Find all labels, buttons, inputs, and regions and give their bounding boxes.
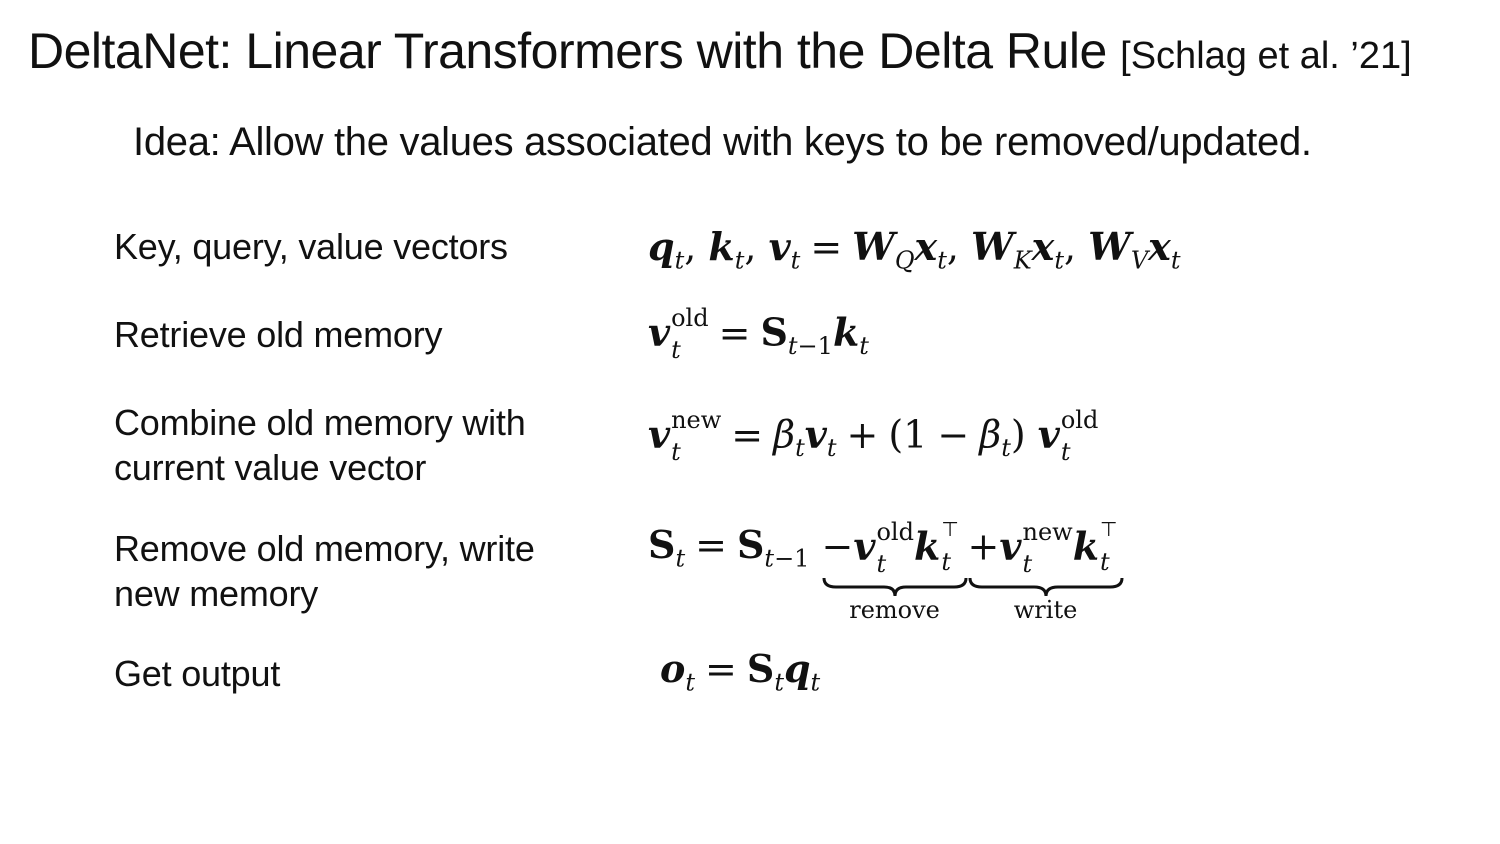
slide-citation: [Schlag et al. ’21] xyxy=(1120,35,1412,77)
superscript-new: new xyxy=(671,406,722,434)
row-label-line: Remove old memory, write xyxy=(114,528,535,569)
row-label-line: Key, query, value vectors xyxy=(114,226,508,267)
row-label-output: Get output xyxy=(114,651,280,696)
row-label-kqv: Key, query, value vectors xyxy=(114,224,508,269)
row-label-line: current value vector xyxy=(114,447,427,488)
slide-title-text: DeltaNet: Linear Transformers with the D… xyxy=(28,23,1107,79)
equation-kqv: qt, kt, vt=WQxt, WKxt, WVxt xyxy=(648,224,1181,275)
superscript-old: old xyxy=(876,518,914,546)
row-label-remove-write: Remove old memory, write new memory xyxy=(114,526,535,616)
row-label-line: Combine old memory with xyxy=(114,402,526,443)
row-label-retrieve: Retrieve old memory xyxy=(114,312,443,357)
transpose-symbol: ⊤ xyxy=(941,519,959,541)
idea-text: Idea: Allow the values associated with k… xyxy=(133,120,1312,164)
row-label-line: Get output xyxy=(114,653,281,694)
underbrace-label-write: write xyxy=(1013,596,1078,624)
superscript-new: new xyxy=(1022,518,1073,546)
underbrace-remove xyxy=(822,577,968,597)
row-label-line: new memory xyxy=(114,573,319,614)
equation-output: ot=Stqt xyxy=(660,646,821,697)
row-label-combine: Combine old memory with current value ve… xyxy=(114,400,526,490)
underbrace-write xyxy=(968,577,1124,597)
underbrace-label-remove: remove xyxy=(849,596,940,624)
superscript-old: old xyxy=(1060,406,1099,434)
slide-title: DeltaNet: Linear Transformers with the D… xyxy=(28,22,1412,80)
superscript-old: old xyxy=(671,304,709,332)
transpose-symbol: ⊤ xyxy=(1100,519,1118,541)
row-label-line: Retrieve old memory xyxy=(114,314,443,355)
